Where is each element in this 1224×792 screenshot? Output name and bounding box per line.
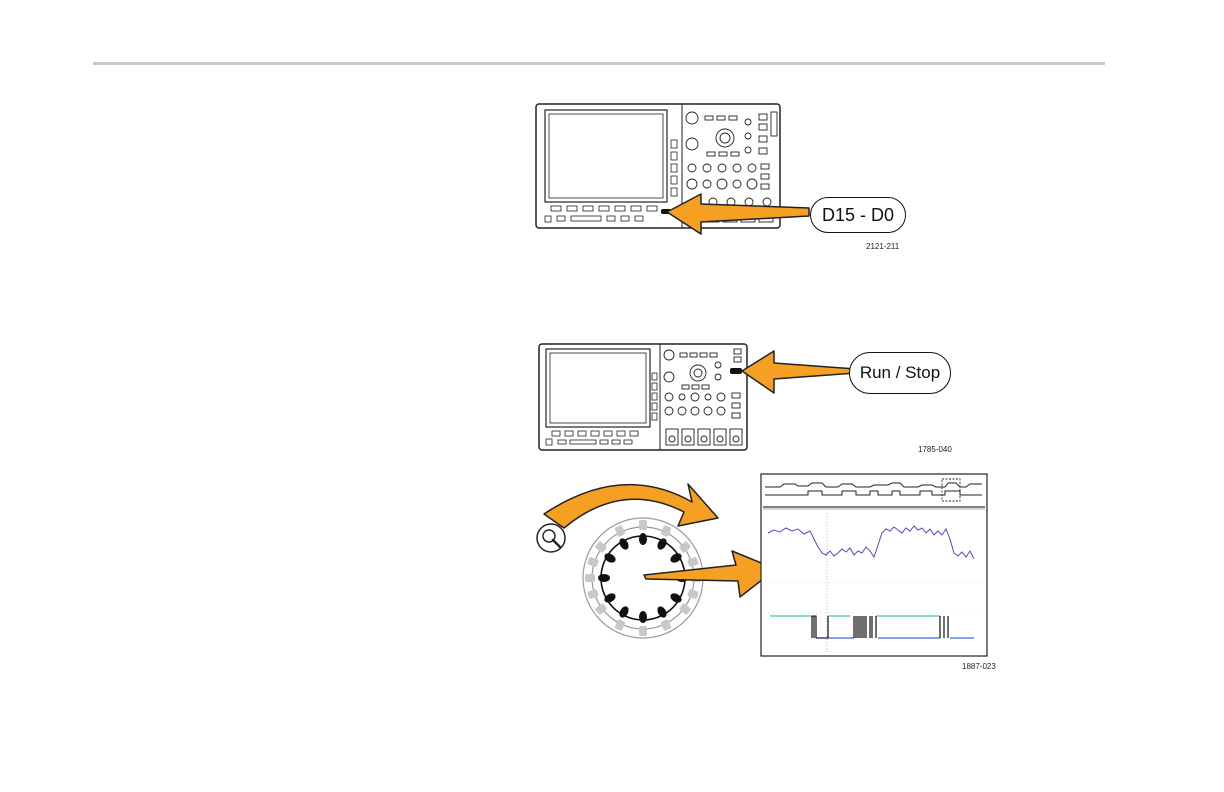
pointer-arrow-icon bbox=[665, 190, 815, 240]
header-rule bbox=[93, 62, 1105, 65]
pointer-arrow-icon bbox=[740, 347, 860, 397]
figure-id-1: 2121-211 bbox=[866, 242, 899, 251]
pointer-arrow-icon bbox=[640, 545, 780, 605]
oscilloscope-front-panel-figure-2 bbox=[538, 343, 750, 453]
figure-id-2: 1785-040 bbox=[918, 445, 952, 454]
zoomed-waveform-display bbox=[760, 473, 990, 659]
figure-id-3: 1887-023 bbox=[962, 662, 996, 671]
d15-d0-button-callout: D15 - D0 bbox=[810, 197, 906, 233]
run-stop-button-callout: Run / Stop bbox=[849, 352, 951, 394]
